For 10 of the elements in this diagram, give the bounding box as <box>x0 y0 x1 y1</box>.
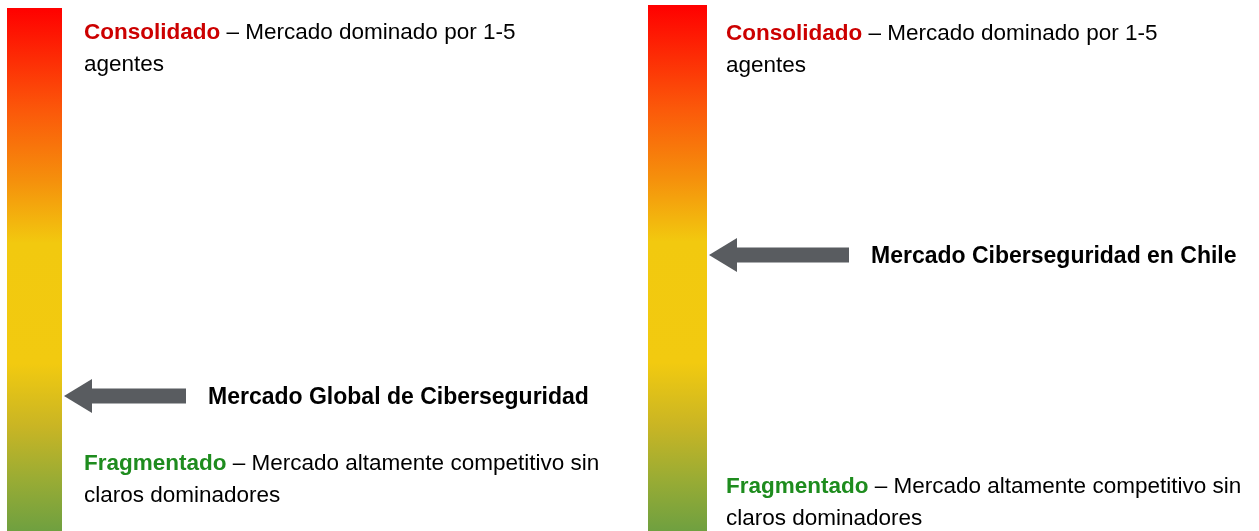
arrow <box>64 379 186 413</box>
gradient-scale-bar <box>7 8 62 531</box>
gradient-scale-bar <box>648 5 707 531</box>
arrow <box>709 238 849 272</box>
scale-description: Fragmentado – Mercado altamente competitivo sin claros dominadores <box>84 449 601 509</box>
marker-label: Mercado Ciberseguridad en Chile <box>871 241 1237 269</box>
marker-label: Mercado Global de Ciberseguridad <box>208 382 589 410</box>
scale-description: Fragmentado – Mercado altamente competitivo sin claros dominadores <box>726 472 1243 531</box>
scale-description: Consolidado – Mercado dominado por 1-5 agentes <box>84 18 517 78</box>
scale-description: Consolidado – Mercado dominado por 1-5 agentes <box>726 19 1159 79</box>
